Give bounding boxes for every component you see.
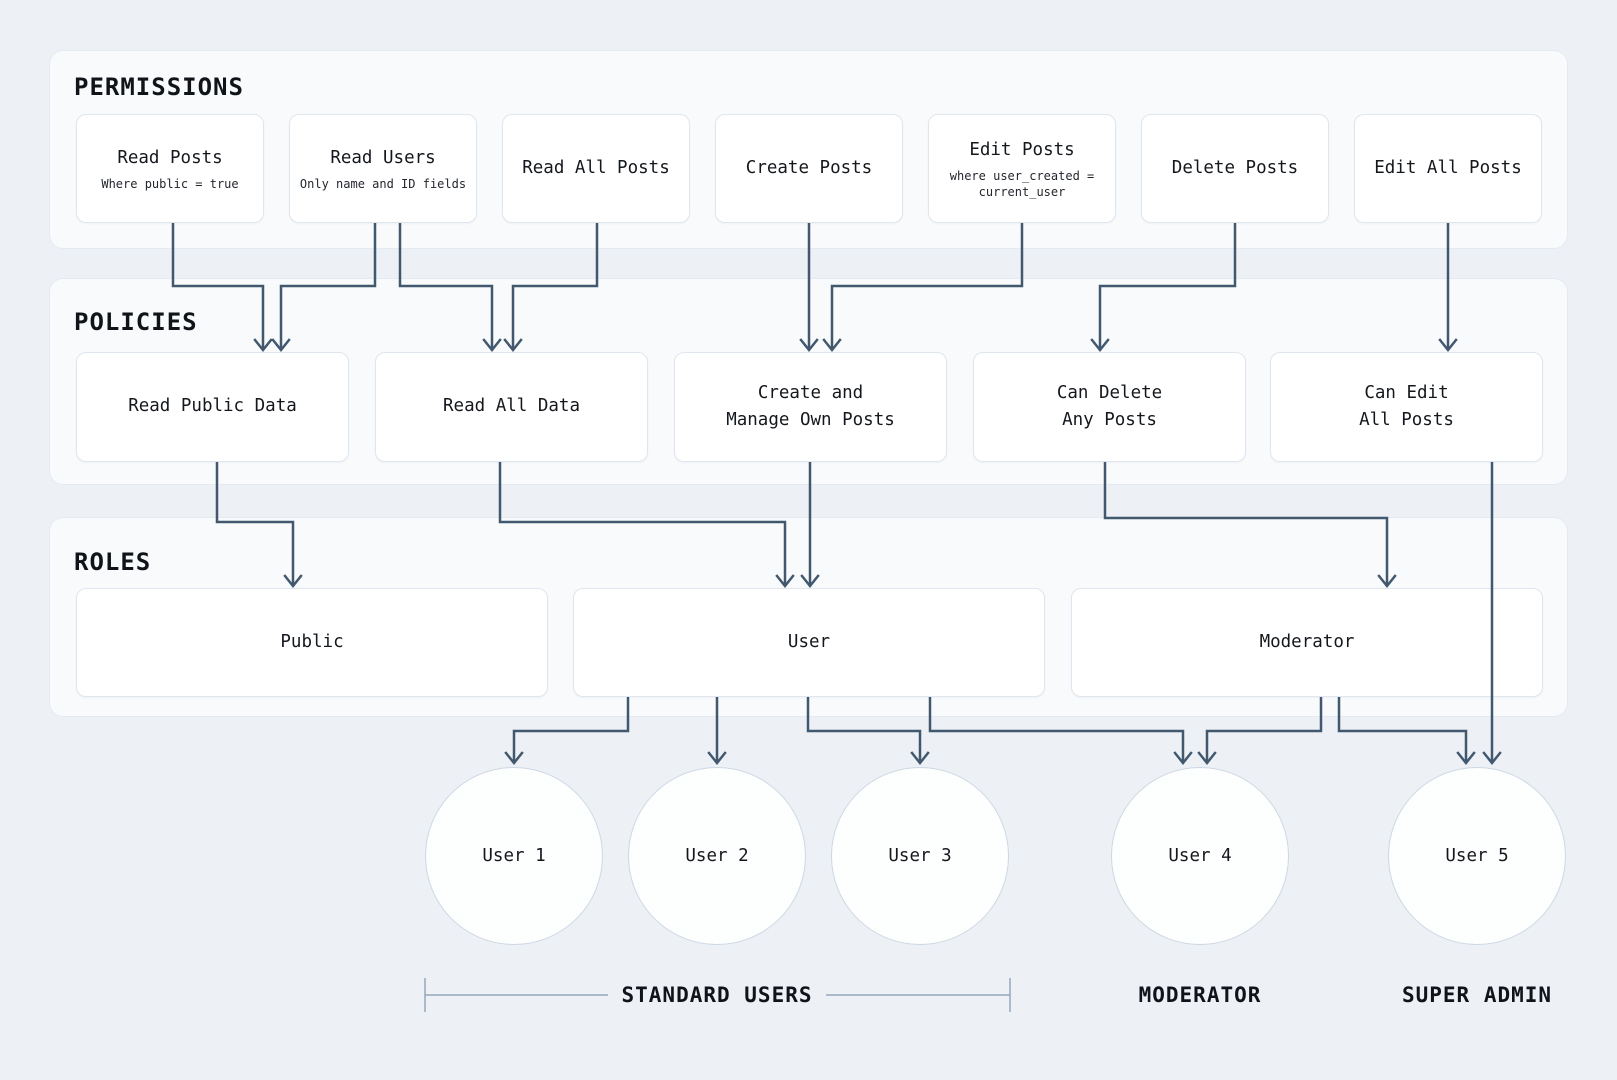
- policy-box-3: Create and Manage Own Posts: [674, 352, 947, 462]
- permission-box-7: Edit All Posts: [1354, 114, 1542, 223]
- policy-label: Read Public Data: [128, 396, 297, 417]
- permission-label: Delete Posts: [1171, 157, 1299, 178]
- policies-title: POLICIES: [74, 308, 198, 336]
- permissions-title: PERMISSIONS: [74, 73, 244, 101]
- user-circle-2: User 2: [628, 767, 806, 945]
- role-label: Public: [280, 631, 344, 652]
- role-label: User: [787, 631, 831, 652]
- roles-title: ROLES: [74, 548, 152, 576]
- policy-box-2: Read All Data: [375, 352, 648, 462]
- permission-label: Edit All Posts: [1374, 157, 1522, 178]
- policy-label: Can Delete Any Posts: [1056, 382, 1163, 430]
- permission-box-4: Create Posts: [715, 114, 903, 223]
- permission-label: Edit Posts: [969, 139, 1075, 160]
- permission-label: Read Users: [330, 147, 436, 168]
- user-circle-3: User 3: [831, 767, 1009, 945]
- permission-sublabel: Only name and ID fields: [299, 176, 467, 191]
- permission-label: Read Posts: [117, 147, 223, 168]
- caption-moderator: MODERATOR: [1138, 983, 1262, 1007]
- role-box-moderator: Moderator: [1071, 588, 1543, 697]
- user-circle-1: User 1: [425, 767, 603, 945]
- caption-super-admin: SUPER ADMIN: [1401, 983, 1553, 1007]
- policy-label: Can Edit All Posts: [1359, 382, 1454, 430]
- permission-box-6: Delete Posts: [1141, 114, 1329, 223]
- permission-sublabel: Where public = true: [101, 176, 239, 191]
- permission-label: Read All Posts: [522, 157, 670, 178]
- policy-label: Read All Data: [443, 396, 580, 417]
- policy-box-4: Can Delete Any Posts: [973, 352, 1246, 462]
- user-circle-4: User 4: [1111, 767, 1289, 945]
- policy-box-5: Can Edit All Posts: [1270, 352, 1543, 462]
- role-box-public: Public: [76, 588, 548, 697]
- policy-box-1: Read Public Data: [76, 352, 349, 462]
- permission-box-5: Edit Posts where user_created =current_us…: [928, 114, 1116, 223]
- policy-label: Create and Manage Own Posts: [726, 382, 895, 430]
- user-circle-5: User 5: [1388, 767, 1566, 945]
- permission-box-3: Read All Posts: [502, 114, 690, 223]
- role-label: Moderator: [1259, 631, 1355, 652]
- caption-standard-users: STANDARD USERS: [621, 983, 813, 1007]
- role-box-user: User: [573, 588, 1045, 697]
- permission-label: Create Posts: [745, 157, 873, 178]
- permission-sublabel: where user_created =current_user: [949, 168, 1095, 199]
